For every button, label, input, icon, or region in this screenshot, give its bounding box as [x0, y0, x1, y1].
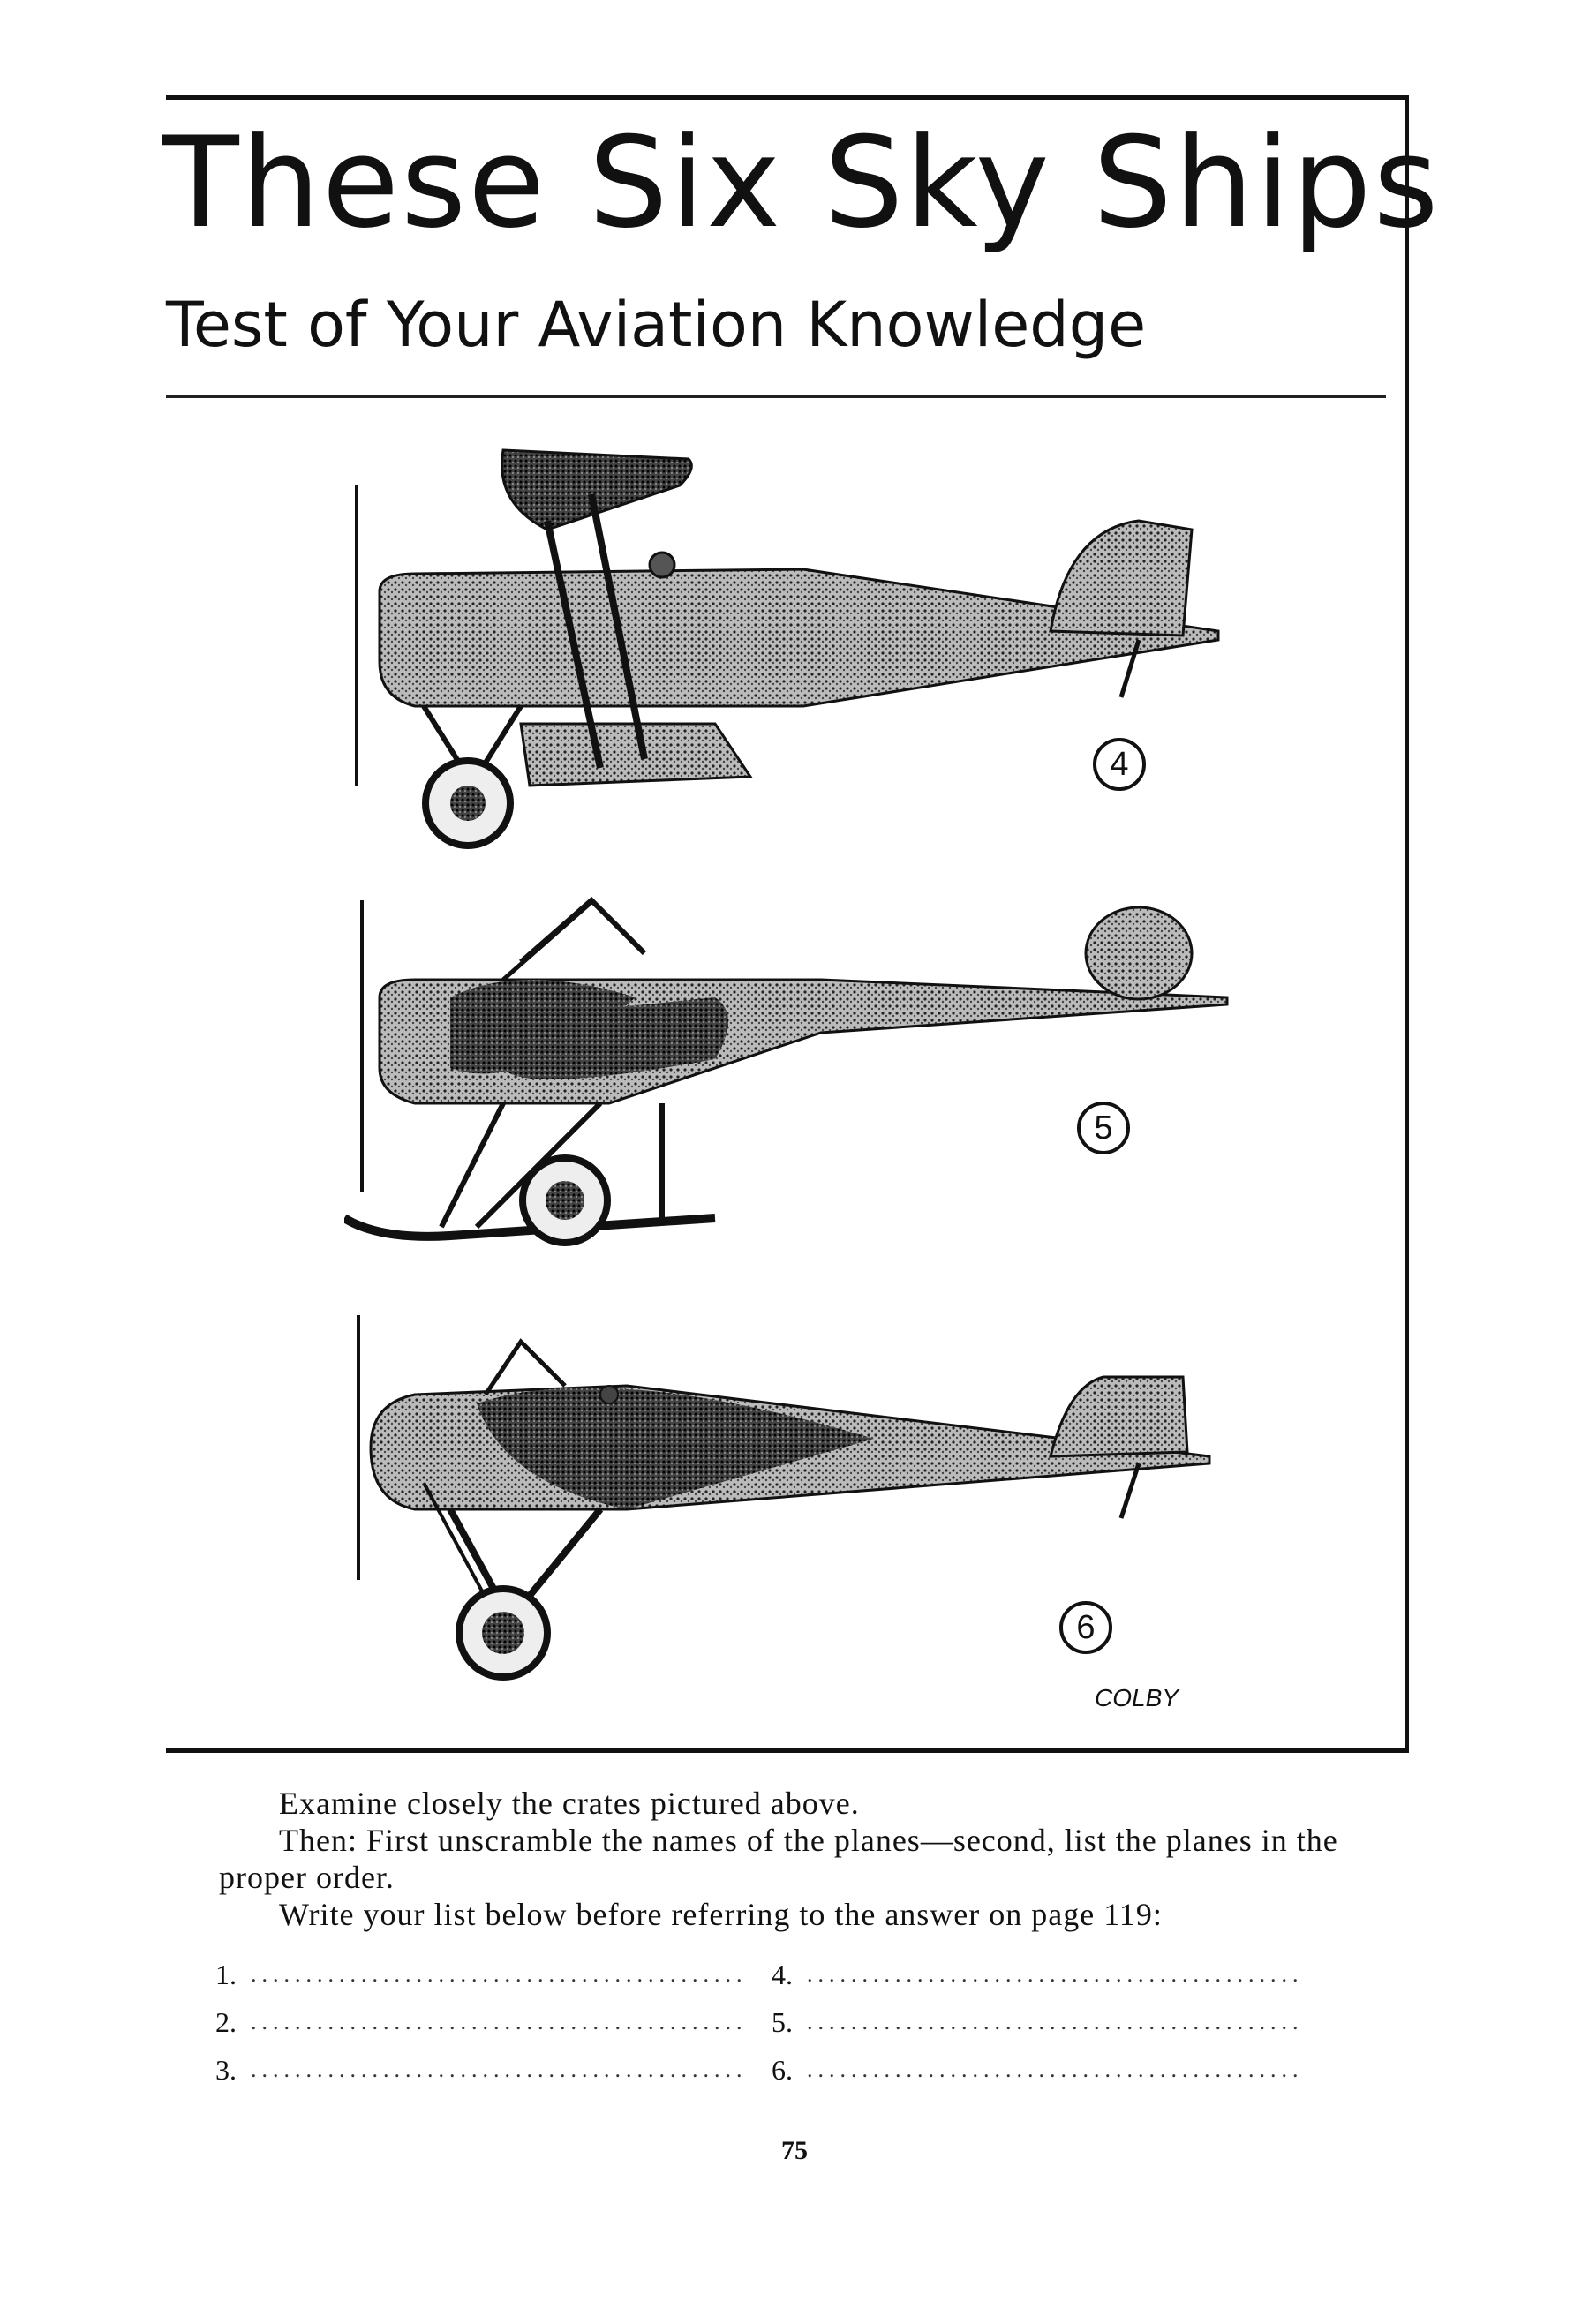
parasol-monoplane-illustration [344, 896, 1229, 1246]
title-rule [166, 395, 1386, 398]
instruction-line: Then: First unscramble the names of the … [219, 1823, 1338, 1895]
answer-leader-dots: ........................................… [251, 2057, 745, 2082]
answer-leader-dots: ........................................… [807, 1961, 1301, 1987]
page-number: 75 [781, 2136, 808, 2165]
answer-leader-dots: ........................................… [807, 2009, 1301, 2034]
answer-number: 4. [772, 1959, 793, 1990]
artist-signature: COLBY [1095, 1684, 1179, 1711]
answer-number: 6. [772, 2054, 793, 2086]
answer-number: 5. [772, 2006, 793, 2038]
biplane-illustration [355, 448, 1220, 849]
monoplane-illustration [357, 1315, 1211, 1681]
answer-leader-dots: ........................................… [807, 2057, 1301, 2082]
answer-line[interactable]: 2. .....................................… [215, 1998, 745, 2046]
answer-number: 1. [215, 1959, 237, 1990]
answer-number: 2. [215, 2006, 237, 2038]
answer-leader-dots: ........................................… [251, 1961, 745, 1987]
figure-number-badge: 5 [1077, 1102, 1130, 1154]
instruction-line: Examine closely the crates pictured abov… [279, 1786, 860, 1821]
answer-line[interactable]: 1. .....................................… [215, 1951, 745, 1998]
page-frame [166, 95, 1409, 1753]
page-title: These Six Sky Ships [162, 110, 1441, 256]
answer-number: 3. [215, 2054, 237, 2086]
figure-number-badge: 6 [1059, 1601, 1112, 1654]
answer-line[interactable]: 3. .....................................… [215, 2046, 745, 2094]
answer-leader-dots: ........................................… [251, 2009, 745, 2034]
answer-line[interactable]: 4. .....................................… [772, 1951, 1301, 1998]
figure-number-badge: 4 [1093, 738, 1146, 791]
answer-column-right: 4. .....................................… [772, 1951, 1301, 2094]
page-subtitle: Test of Your Aviation Knowledge [166, 289, 1147, 361]
instruction-line: Write your list below before referring t… [279, 1897, 1163, 1932]
instructions: Examine closely the crates pictured abov… [219, 1785, 1349, 1933]
answer-column-left: 1. .....................................… [215, 1951, 745, 2094]
answer-line[interactable]: 6. .....................................… [772, 2046, 1301, 2094]
answer-line[interactable]: 5. .....................................… [772, 1998, 1301, 2046]
